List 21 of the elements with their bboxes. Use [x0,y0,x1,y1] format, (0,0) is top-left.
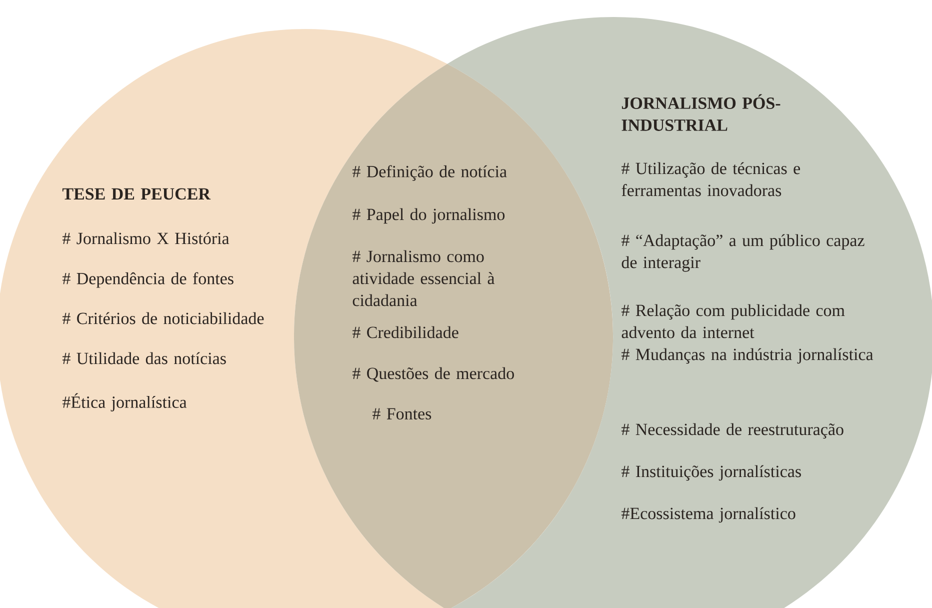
topic-item: # Dependência de fontes [62,272,234,288]
topic-item: #Ética jornalística [62,393,187,412]
topic-item: # Critérios de noticiabilidade [62,312,264,324]
topic-item: # Definição de notícia [352,165,507,181]
topic-item: # Utilização de técnicas e ferramentas inovadoras [622,162,800,196]
topic-item: # Instituições jornalísticas [622,465,801,481]
heading: JORNALISMO PÓS-INDUSTRIAL [622,94,780,131]
overlap-region [294,64,613,608]
heading: TESE DE PEUCER [62,188,211,200]
topic-item: # Mudanças na indústria jornalística [622,348,874,364]
topic-item: # Questões de mercado [352,367,514,382]
topic-item: # Necessidade de reestruturação [622,423,844,439]
topic-item: #Ecossistema jornalístico [622,507,796,523]
topic-item: # Papel do jornalismo [352,208,505,224]
topic-item: # “Adaptação” a um público capaz de interagir [622,234,864,272]
topic-item: # Credibilidade [352,326,458,338]
topic-item: # Jornalismo como atividade essencial à cidadania [352,250,495,306]
topic-item: # Jornalismo X História [62,232,230,244]
topic-item: # Relação com publicidade com advento da internet [622,304,845,338]
topic-item: # Utilidade das notícias [62,352,226,364]
topic-item: # Fontes [372,408,432,420]
